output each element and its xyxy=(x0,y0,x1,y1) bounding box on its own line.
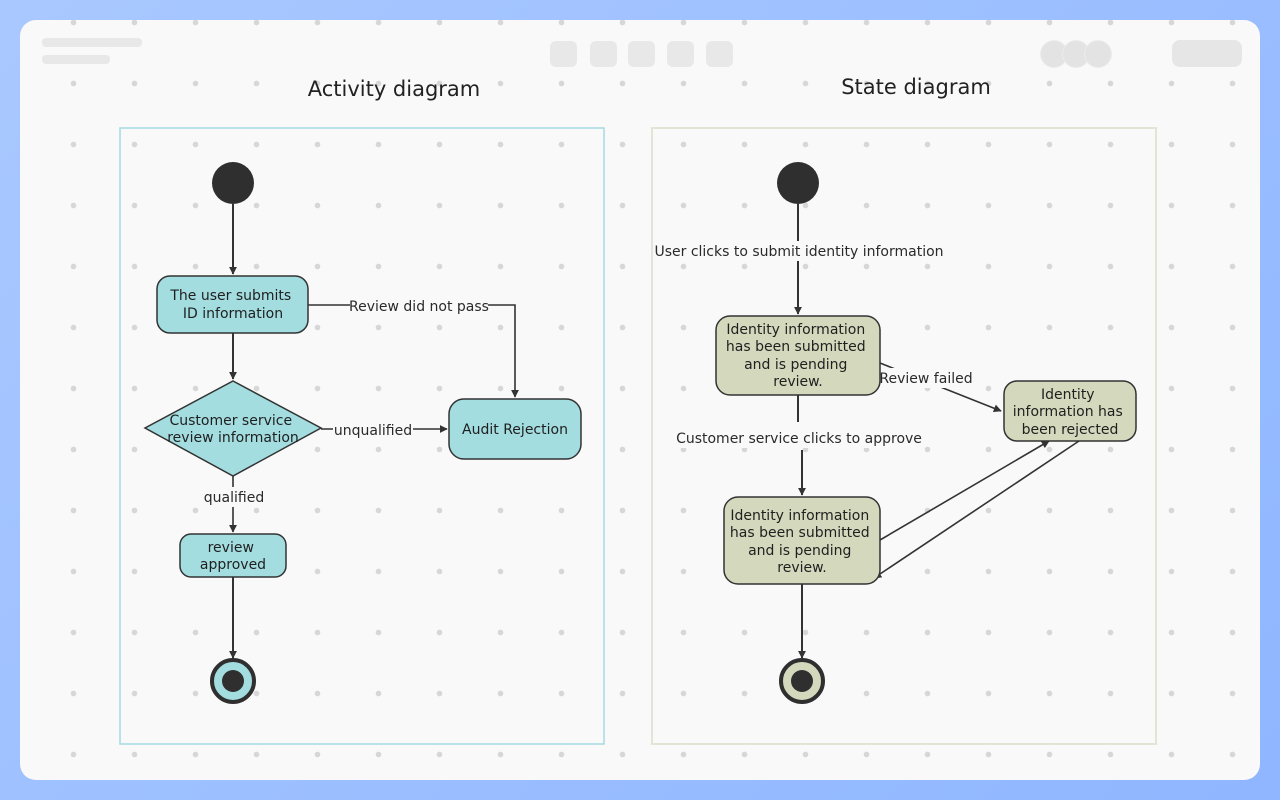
state-rejected-label: Identity information has been rejected xyxy=(1013,387,1127,438)
toolbar-button-placeholder[interactable] xyxy=(706,41,733,67)
state-diagram-title: State diagram xyxy=(841,75,991,99)
edge-label-review-failed: Review failed xyxy=(879,371,972,387)
decision-review-information[interactable] xyxy=(143,380,323,477)
label-bg xyxy=(350,296,488,316)
edge-label-unqualified: unqualified xyxy=(334,423,412,439)
decision-review-information-label: Customer service review information xyxy=(167,413,299,446)
toolbar-button-placeholder[interactable] xyxy=(590,41,617,67)
edge-rejected-to-pending2 xyxy=(873,440,1080,579)
node-user-submits-id[interactable] xyxy=(156,275,309,334)
node-review-approved-label: review approved xyxy=(200,540,266,573)
toolbar-placeholder-line xyxy=(42,55,110,64)
edge-label-review-did-not-pass: Review did not pass xyxy=(349,299,489,315)
state-rejected[interactable] xyxy=(1003,380,1137,442)
activity-diagram-title: Activity diagram xyxy=(308,77,481,101)
toolbar-button-placeholder[interactable] xyxy=(667,41,694,67)
state-pending-review-2[interactable] xyxy=(723,496,881,585)
edge-submit-to-rejection xyxy=(308,304,519,398)
avatar-placeholder[interactable] xyxy=(1084,40,1112,68)
state-pending-review-1[interactable] xyxy=(715,315,881,396)
edge-label-user-submit: User clicks to submit identity informati… xyxy=(654,244,943,260)
activity-diagram: Activity diagram Review did not pass unq… xyxy=(119,77,605,745)
state-pending-review-1-label: Identity information has been submitted … xyxy=(726,322,870,390)
node-audit-rejection-label: Audit Rejection xyxy=(462,422,568,438)
node-review-approved[interactable] xyxy=(179,533,287,578)
edge-pending2-to-rejected xyxy=(879,440,1050,541)
toolbar-button-placeholder[interactable] xyxy=(550,41,577,67)
state-pending-review-2-label: Identity information has been submitted … xyxy=(730,508,874,576)
toolbar-placeholder-line xyxy=(42,38,142,47)
label-bg xyxy=(881,368,971,388)
action-button-placeholder[interactable] xyxy=(1172,40,1242,67)
label-bg xyxy=(333,420,413,440)
label-bg xyxy=(658,241,940,261)
label-bg xyxy=(202,487,268,507)
toolbar-button-placeholder[interactable] xyxy=(628,41,655,67)
edge-label-approve: Customer service clicks to approve xyxy=(676,431,922,447)
activity-end-node-core xyxy=(222,670,244,692)
activity-start-node[interactable] xyxy=(212,162,254,204)
state-end-node-core xyxy=(791,670,813,692)
state-panel-border xyxy=(651,127,1157,745)
state-diagram: State diagram User clicks to submit iden… xyxy=(651,75,1157,745)
edge-label-qualified: qualified xyxy=(204,490,264,506)
activity-panel-border xyxy=(119,127,605,745)
label-bg xyxy=(680,428,918,448)
state-start-node[interactable] xyxy=(777,162,819,204)
node-audit-rejection[interactable] xyxy=(448,398,582,460)
node-user-submits-id-label: The user submits ID information xyxy=(169,288,295,322)
